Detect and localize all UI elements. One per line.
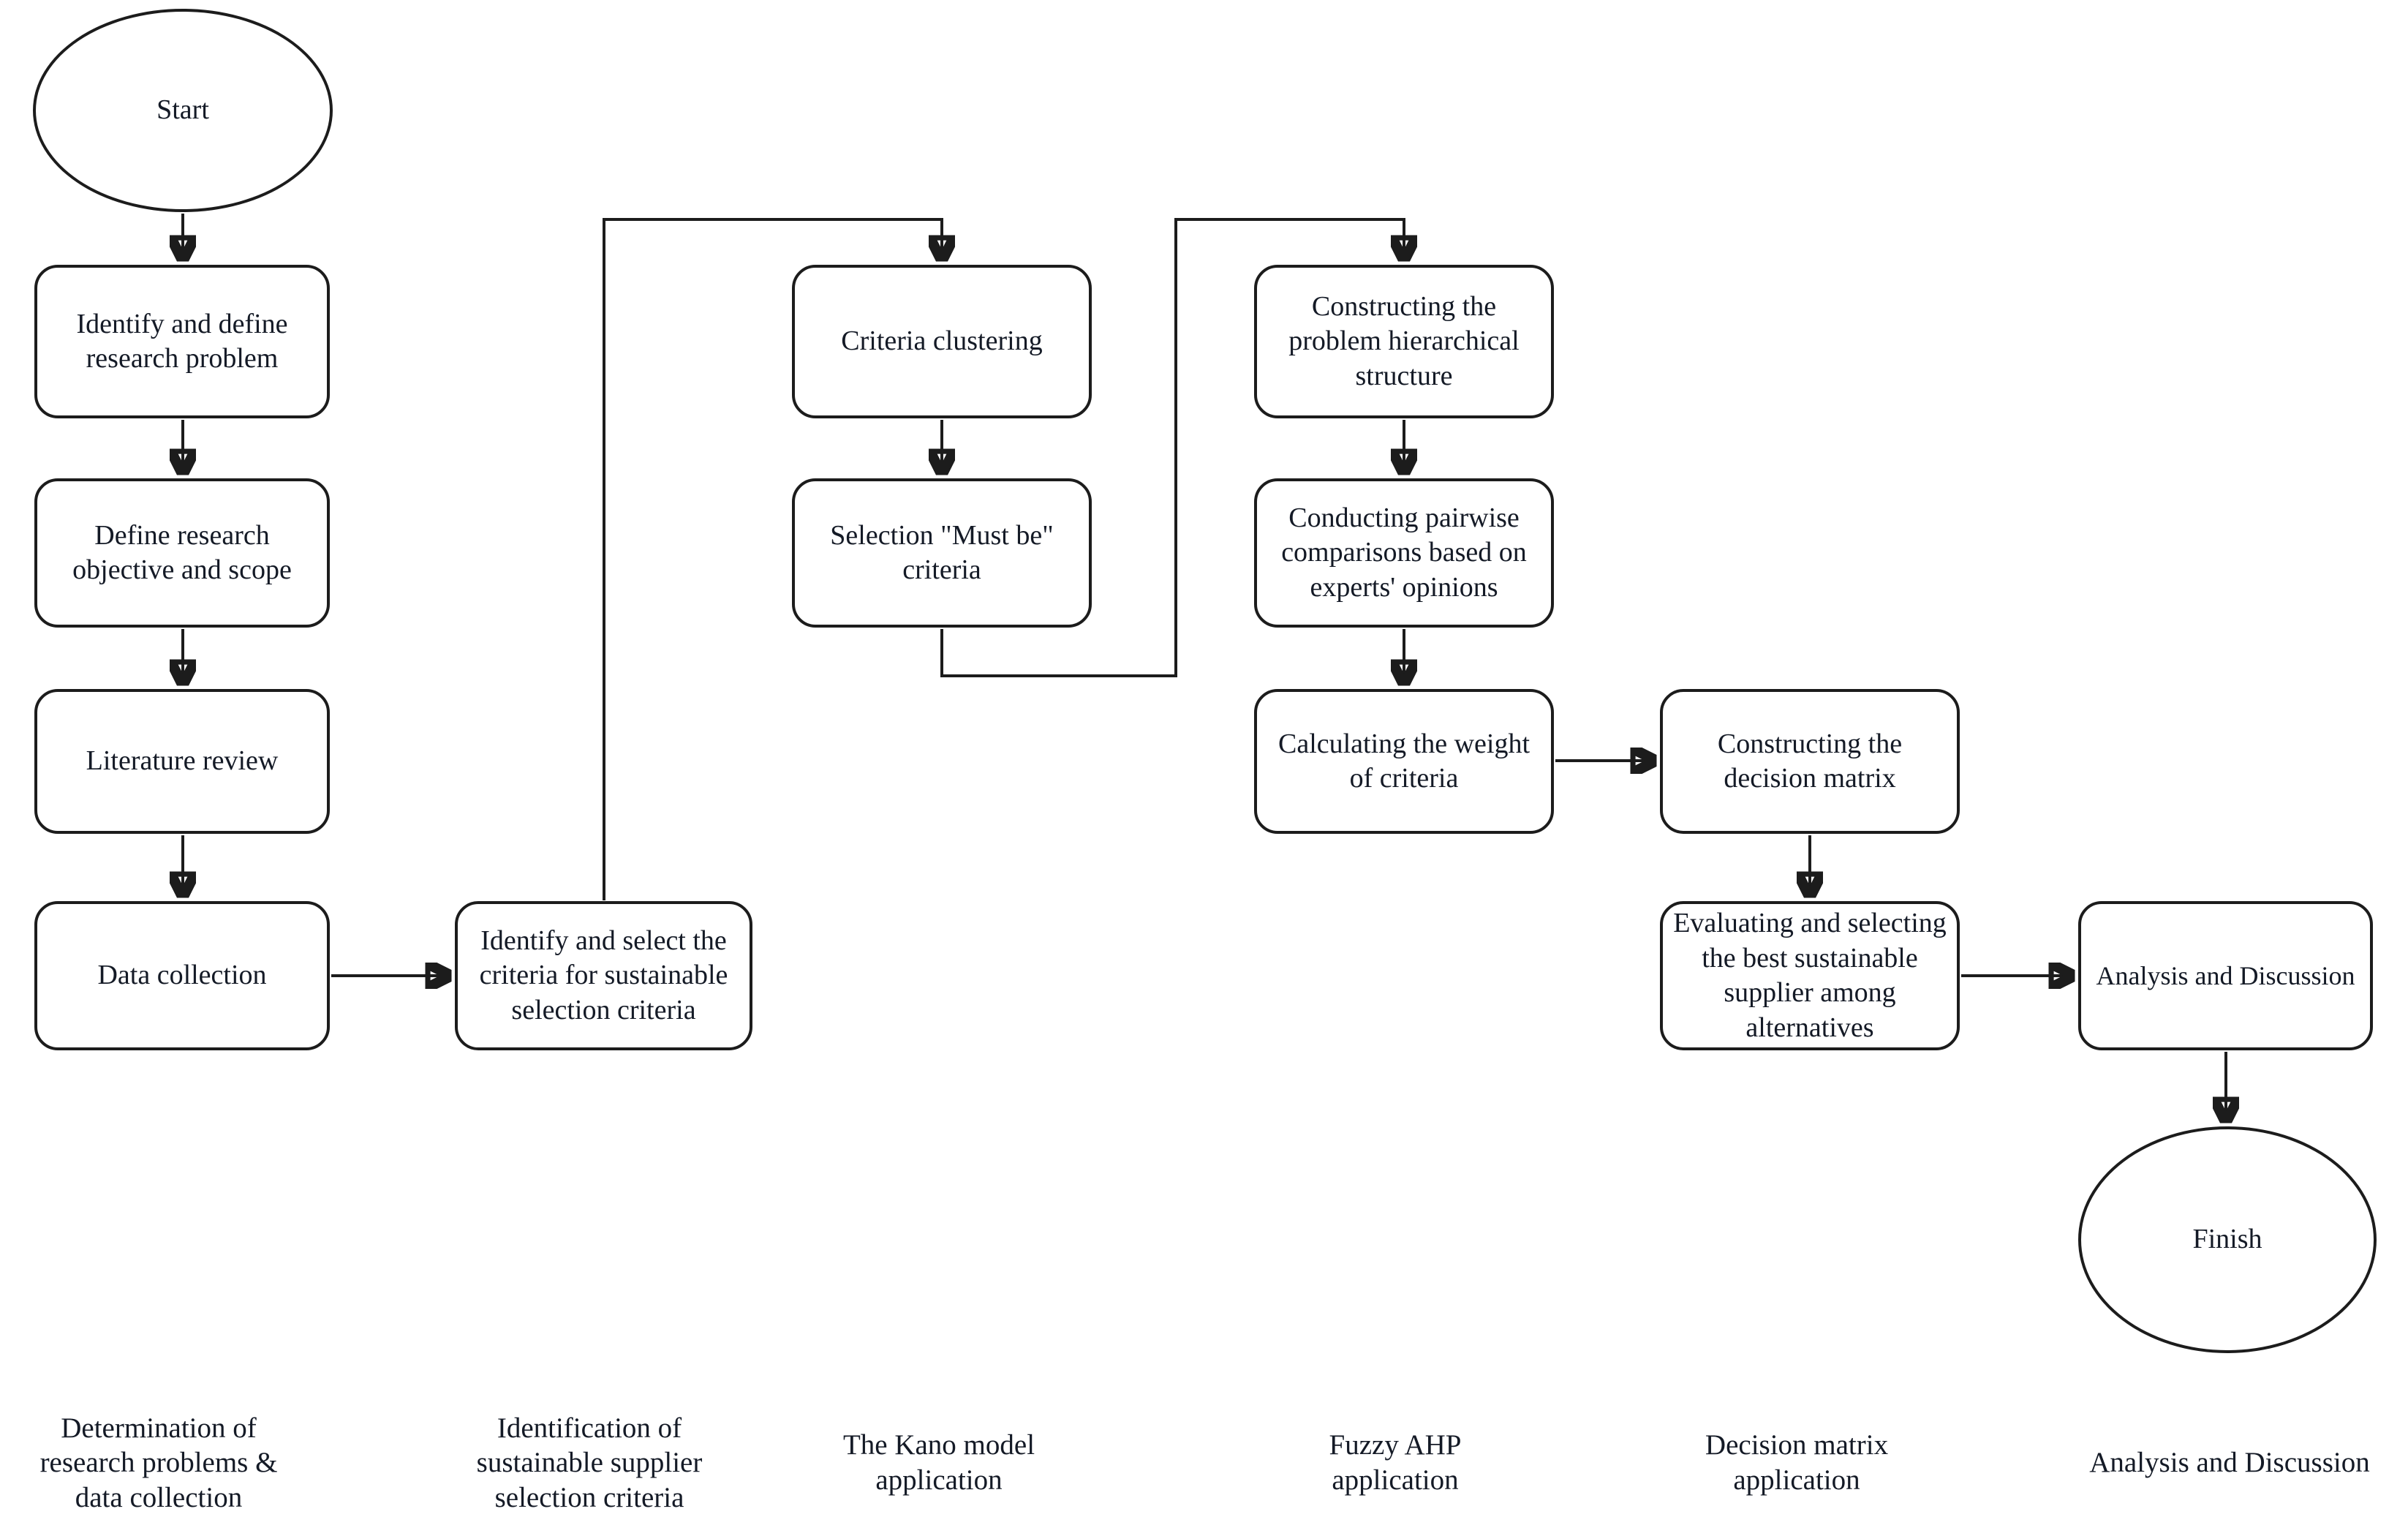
node-literature-review: Literature review [34, 689, 330, 834]
node-finish-label: Finish [2192, 1224, 2262, 1255]
phase-label-line: application [875, 1464, 1003, 1496]
arrow-criteria-to-clustering [603, 218, 942, 900]
phase-label-line: application [1332, 1464, 1459, 1496]
node-hierarchical-structure: Constructing the problem hierarchical st… [1254, 265, 1554, 418]
node-start-label: Start [156, 94, 209, 126]
node-selection-must-be: Selection "Must be" criteria [792, 478, 1092, 628]
node-criteria-clustering-label: Criteria clustering [841, 325, 1043, 357]
node-evaluating-supplier: Evaluating and selecting the best sustai… [1660, 901, 1960, 1050]
node-pairwise-comparisons: Conducting pairwise comparisons based on… [1254, 478, 1554, 628]
node-literature-review-label: Literature review [86, 745, 279, 777]
phase-label-identification: Identification of sustainable supplier s… [429, 1397, 750, 1529]
node-decision-matrix-label: Constructing the decision matrix [1717, 728, 1903, 794]
node-analysis-discussion: Analysis and Discussion [2078, 901, 2373, 1050]
node-selection-must-be-label: Selection "Must be" criteria [830, 519, 1054, 586]
phase-label-line: selection criteria [494, 1481, 684, 1513]
node-identify-criteria: Identify and select the criteria for sus… [455, 901, 752, 1050]
node-define-objective-label: Define research objective and scope [72, 519, 292, 586]
phase-label-line: sustainable supplier [476, 1447, 703, 1479]
phase-label-line: The Kano model [842, 1429, 1035, 1461]
node-identify-criteria-label: Identify and select the criteria for sus… [479, 925, 728, 1025]
phase-label-line: Decision matrix [1705, 1429, 1889, 1461]
phase-label-line: Fuzzy AHP [1329, 1429, 1462, 1461]
node-decision-matrix: Constructing the decision matrix [1660, 689, 1960, 834]
node-identify-problem-label: Identify and define research problem [76, 308, 288, 374]
node-criteria-clustering: Criteria clustering [792, 265, 1092, 418]
node-evaluating-supplier-label: Evaluating and selecting the best sustai… [1673, 908, 1947, 1043]
phase-label-analysis-discussion: Analysis and Discussion [2032, 1397, 2408, 1529]
node-finish: Finish [2078, 1126, 2377, 1353]
phase-label-line: Identification of [497, 1412, 682, 1444]
node-start: Start [33, 9, 333, 212]
phase-label-determination: Determination of research problems & dat… [5, 1397, 312, 1529]
phase-label-line: research problems & [39, 1447, 278, 1479]
node-pairwise-comparisons-label: Conducting pairwise comparisons based on… [1281, 502, 1527, 603]
node-weight-calculation-label: Calculating the weight of criteria [1277, 728, 1531, 794]
phase-label-decision-matrix: Decision matrix application [1636, 1397, 1958, 1529]
node-identify-problem: Identify and define research problem [34, 265, 330, 418]
node-weight-calculation: Calculating the weight of criteria [1254, 689, 1554, 834]
node-data-collection-label: Data collection [97, 960, 267, 991]
phase-label-fuzzy-ahp: Fuzzy AHP application [1234, 1397, 1556, 1529]
phase-label-kano-model: The Kano model application [778, 1397, 1100, 1529]
node-hierarchical-structure-label: Constructing the problem hierarchical st… [1288, 290, 1520, 391]
node-define-objective: Define research objective and scope [34, 478, 330, 628]
phase-label-line: application [1733, 1464, 1860, 1496]
phase-label-line: data collection [75, 1481, 243, 1513]
node-data-collection: Data collection [34, 901, 330, 1050]
phase-label-line: Analysis and Discussion [2089, 1447, 2370, 1479]
arrow-mustbe-to-hierarchy [940, 218, 1404, 677]
phase-label-line: Determination of [61, 1412, 257, 1444]
node-analysis-discussion-label: Analysis and Discussion [2096, 960, 2355, 990]
